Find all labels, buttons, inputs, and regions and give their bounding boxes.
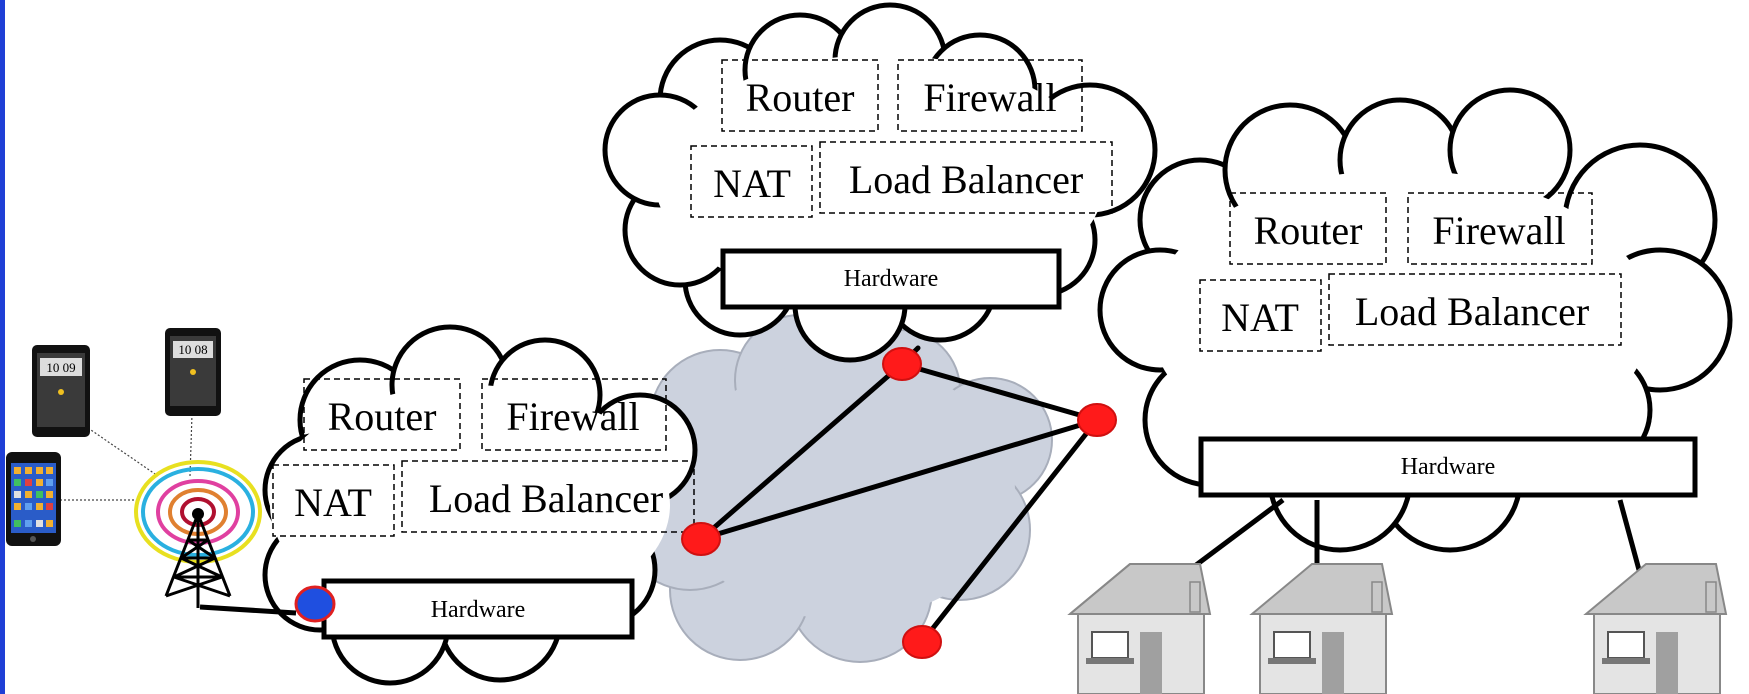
core-network-cloud (619, 314, 1053, 663)
house-icon (1583, 563, 1728, 694)
laptop-icon (1268, 631, 1316, 664)
top-firewall-label: Firewall (923, 75, 1056, 120)
top-router-label: Router (746, 75, 855, 120)
top-nat-label: NAT (713, 161, 791, 206)
core-node (902, 625, 942, 659)
laptop-icon (1086, 631, 1134, 664)
right-hardware-label: Hardware (1401, 454, 1496, 480)
right-nat-label: NAT (1221, 295, 1299, 340)
phone-clock-left: 10 09 (46, 360, 75, 375)
laptop-icon (1602, 631, 1650, 664)
right-cloud-boxes: Router Firewall NAT Load Balancer Hardwa… (1198, 192, 1698, 498)
smartphone-icon: 10 09 (32, 345, 90, 437)
left-accent-border (0, 0, 5, 694)
right-load-balancer-label: Load Balancer (1355, 289, 1589, 334)
cell-tower-icon (134, 460, 262, 608)
smartphone-icon: 10 08 (165, 328, 221, 416)
top-hardware-label: Hardware (844, 266, 939, 292)
house-icon (1067, 563, 1212, 694)
edge-nat-label: NAT (294, 480, 372, 525)
core-links (698, 345, 1100, 645)
top-cloud-boxes: Router Firewall NAT Load Balancer Hardwa… (690, 59, 1113, 310)
house-icon (1249, 563, 1394, 694)
core-nodes (681, 347, 1117, 659)
gateway-node (294, 585, 336, 623)
core-node (1077, 403, 1117, 437)
tower-uplink (199, 604, 297, 616)
edge-hardware-label: Hardware (431, 597, 526, 623)
core-node (882, 347, 922, 381)
edge-router-label: Router (328, 394, 437, 439)
edge-cloud-boxes: Router Firewall NAT Load Balancer Hardwa… (272, 378, 695, 640)
right-router-label: Router (1254, 208, 1363, 253)
right-firewall-label: Firewall (1432, 208, 1565, 253)
phone-clock-right: 10 08 (178, 342, 207, 357)
top-load-balancer-label: Load Balancer (849, 157, 1083, 202)
phone-thin-links (60, 413, 193, 501)
core-node (681, 522, 721, 556)
smartphone-icon (6, 452, 61, 546)
edge-firewall-label: Firewall (506, 394, 639, 439)
edge-load-balancer-label: Load Balancer (429, 476, 663, 521)
